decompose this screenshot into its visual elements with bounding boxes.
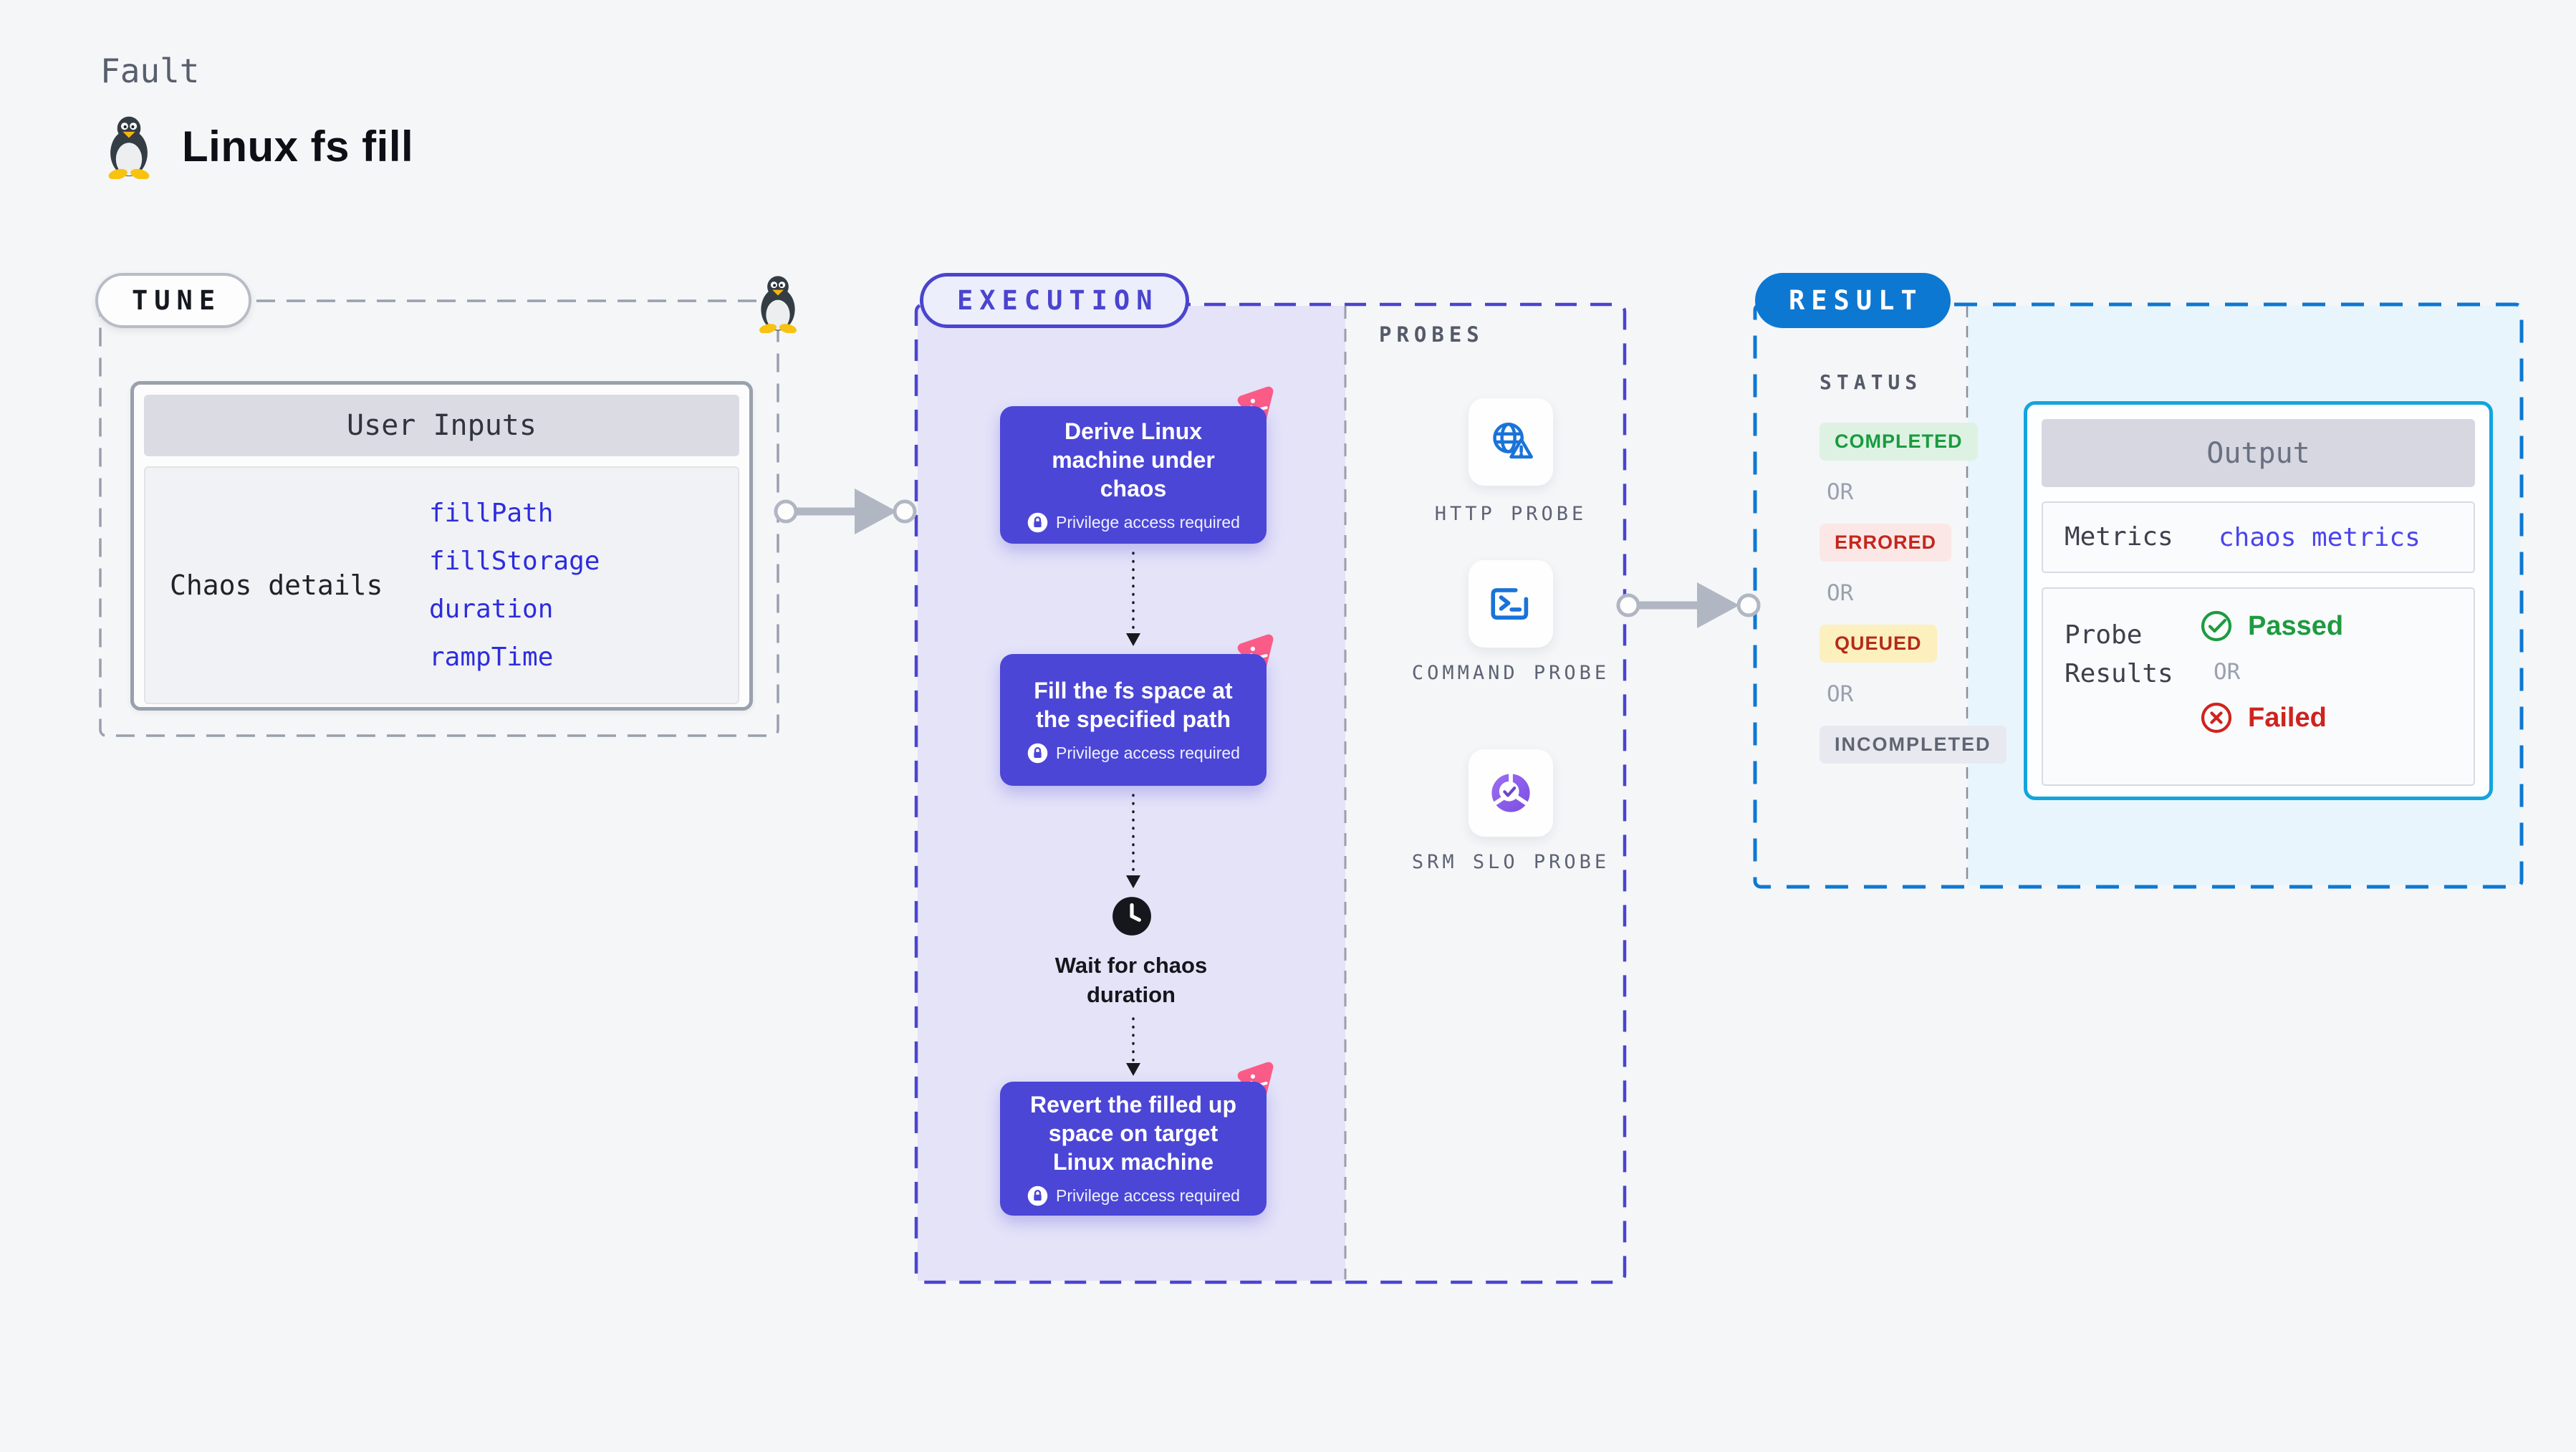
status-badge-queued: QUEUED — [1820, 625, 1937, 663]
terminal-icon — [1491, 588, 1529, 620]
or-separator: OR — [1827, 580, 1854, 606]
probes-zone-label: PROBES — [1379, 322, 1484, 347]
param-ramptime: rampTime — [429, 643, 554, 672]
srm-slo-probe-card — [1469, 749, 1553, 837]
fault-eyebrow-label: Fault — [100, 52, 200, 90]
wait-step-label: Wait for chaos duration — [1054, 953, 1208, 1007]
step-title: Fill the fs space at the specified path — [1034, 677, 1233, 732]
privilege-badge: Privilege access required — [1027, 511, 1240, 534]
privilege-badge-label: Privilege access required — [1056, 743, 1240, 762]
param-fillstorage: fillStorage — [429, 547, 600, 576]
metrics-row: Metrics chaos metrics — [2042, 501, 2475, 573]
probe-results-label: Probe Results — [2065, 620, 2173, 688]
output-title: Output — [2042, 419, 2475, 487]
tune-to-execution-arrow — [774, 489, 917, 534]
tux-penguin-icon — [100, 113, 158, 179]
lock-icon — [1027, 743, 1048, 763]
user-inputs-card: User Inputs Chaos details fillPath fillS… — [130, 381, 753, 711]
step-card: Fill the fs space at the specified path … — [1000, 654, 1267, 786]
status-badge-incompleted: INCOMPLETED — [1820, 726, 2007, 764]
step-title: Revert the filled up space on target Lin… — [1029, 1092, 1237, 1175]
slo-donut-icon — [1491, 772, 1530, 812]
tux-penguin-corner-icon — [753, 271, 803, 335]
page-title: Linux fs fill — [182, 122, 414, 170]
execution-zone-pill: EXECUTION — [920, 273, 1190, 328]
command-probe-card — [1469, 560, 1553, 648]
status-badge-completed: COMPLETED — [1820, 423, 1978, 461]
metrics-value-link: chaos metrics — [2219, 522, 2421, 552]
http-probe-label: HTTP PROBE — [1434, 503, 1587, 525]
passed-line: Passed — [2199, 609, 2343, 643]
probe-results-row: Probe Results Passed OR Failed — [2042, 587, 2475, 786]
or-separator: OR — [1827, 681, 1854, 707]
status-title: STATUS — [1820, 370, 1923, 394]
privilege-badge: Privilege access required — [1027, 742, 1240, 764]
probe-results-values: Passed OR Failed — [2199, 609, 2343, 784]
probes-to-result-arrow — [1616, 582, 1761, 628]
page-title-row: Linux fs fill — [100, 113, 413, 179]
http-probe-card — [1469, 398, 1553, 486]
step-card: Derive Linux machine under chaos Privile… — [1000, 406, 1267, 544]
failed-line: Failed — [2199, 701, 2343, 735]
globe-alert-icon — [1493, 423, 1533, 459]
result-zone-pill: RESULT — [1755, 273, 1951, 328]
failed-label: Failed — [2248, 702, 2327, 733]
lock-icon — [1027, 512, 1048, 532]
output-card: Output Metrics chaos metrics Probe Resul… — [2024, 401, 2493, 800]
srm-slo-probe-label: SRM SLO PROBE — [1411, 851, 1610, 873]
execution-step-3: Revert the filled up space on target Lin… — [1000, 1062, 1274, 1216]
step-title: Derive Linux machine under chaos — [1052, 418, 1215, 501]
execution-step-2: Fill the fs space at the specified path … — [1000, 634, 1274, 786]
user-inputs-body: Chaos details fillPath fillStorage durat… — [144, 466, 739, 704]
privilege-badge-label: Privilege access required — [1056, 512, 1240, 532]
command-probe-label: COMMAND PROBE — [1411, 662, 1610, 684]
or-separator: OR — [2214, 659, 2241, 685]
param-fillpath: fillPath — [429, 499, 554, 528]
lock-icon — [1027, 1186, 1048, 1206]
or-separator: OR — [1827, 479, 1854, 505]
check-circle-icon — [2201, 610, 2232, 642]
chaos-params-list: fillPath fillStorage duration rampTime — [422, 468, 600, 703]
x-circle-icon — [2201, 702, 2232, 734]
status-badge-errored: ERRORED — [1820, 524, 1952, 562]
user-inputs-title: User Inputs — [144, 395, 739, 456]
execution-step-1: Derive Linux machine under chaos Privile… — [1000, 386, 1274, 544]
metrics-label: Metrics — [2065, 522, 2173, 552]
param-duration: duration — [429, 595, 554, 624]
wait-clock-icon — [1112, 897, 1151, 936]
passed-label: Passed — [2248, 610, 2344, 641]
status-column: STATUS COMPLETED OR ERRORED OR QUEUED OR… — [1820, 370, 2007, 764]
tune-zone-pill: TUNE — [95, 273, 252, 328]
step-card: Revert the filled up space on target Lin… — [1000, 1082, 1267, 1216]
privilege-badge-label: Privilege access required — [1056, 1186, 1240, 1205]
privilege-badge: Privilege access required — [1027, 1185, 1240, 1207]
chaos-details-label: Chaos details — [170, 569, 383, 601]
